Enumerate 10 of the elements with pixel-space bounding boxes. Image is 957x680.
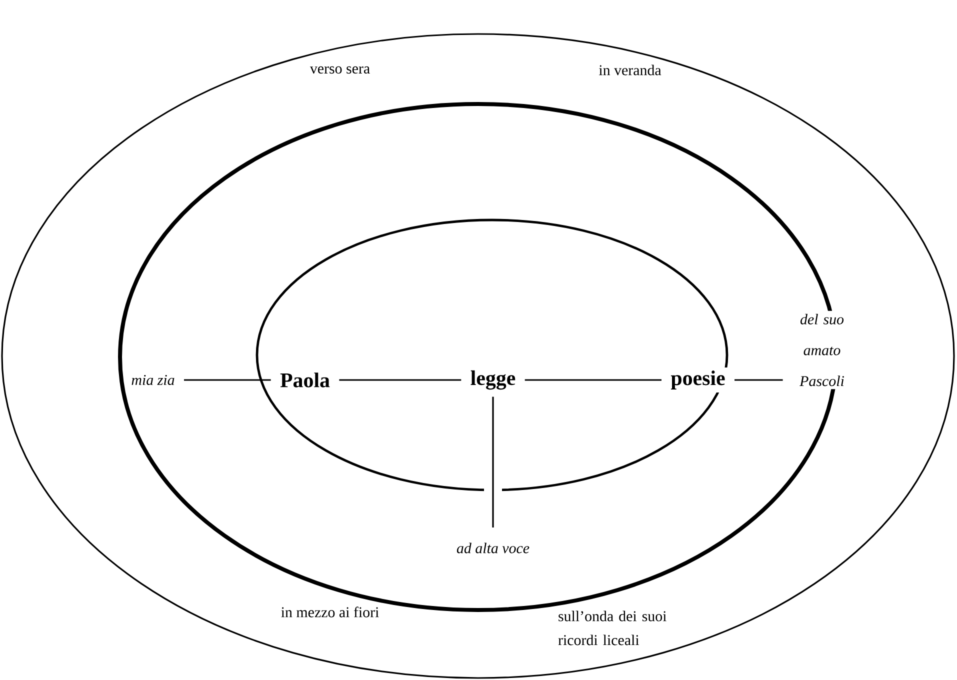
node-text: ad alta voce bbox=[454, 540, 533, 556]
node-text: poesie bbox=[668, 368, 728, 392]
ring-label: in veranda bbox=[599, 64, 662, 76]
node-text: legge bbox=[467, 367, 519, 393]
ring-label: verso sera bbox=[310, 66, 370, 74]
ring-label: sull’onda dei suoi ricordi liceali bbox=[558, 610, 666, 646]
node-text: Paola bbox=[277, 370, 333, 390]
node-text: del suo amato Pascoli bbox=[789, 310, 855, 390]
node-text: mia zia bbox=[128, 372, 178, 388]
ring-label: in mezzo ai fiori bbox=[281, 606, 379, 618]
